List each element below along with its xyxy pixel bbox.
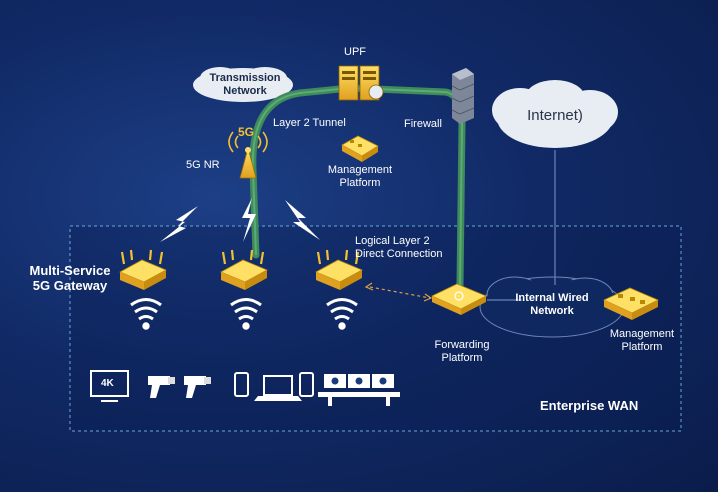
logical-connection-line [369, 286, 431, 299]
wifi-icon [230, 298, 262, 330]
management-platform-right-label: Management Platform [609, 328, 675, 353]
fiveg-badge: 5G [238, 125, 255, 139]
multi-service-gateway-label: Multi-Service 5G Gateway [29, 263, 111, 293]
scanner-icon [148, 376, 175, 398]
laptop-icon [254, 375, 302, 401]
fiveg-nr-label: 5G NR [186, 159, 220, 171]
phone-icon [234, 372, 249, 397]
firewall-label: Firewall [404, 118, 442, 130]
management-platform-top-icon [341, 135, 379, 162]
firewall-icon [451, 68, 475, 124]
transmission-network-label: Transmission Network [209, 72, 281, 97]
internet-label: Internet) [527, 107, 583, 124]
transmission-network-cloud [193, 67, 293, 102]
management-platform-top-label: Management Platform [327, 164, 393, 189]
wifi-icon [326, 298, 358, 330]
antenna-icon [228, 131, 268, 179]
router-icon [220, 249, 268, 290]
logical-layer2-label: Logical Layer 2 Direct Connection [355, 235, 443, 260]
router-icon [119, 249, 167, 290]
wireless-signal-icon [160, 198, 320, 242]
tv-icon [90, 370, 129, 402]
upf-server-icon [338, 65, 384, 101]
forwarding-platform-icon [431, 283, 487, 315]
conference-icon [318, 374, 400, 406]
internet-cloud [492, 80, 618, 148]
upf-label: UPF [344, 46, 366, 58]
router-icon [315, 249, 363, 290]
internal-wired-network-label: Internal Wired Network [515, 292, 589, 317]
scanner-icon [184, 376, 211, 398]
layer2-tunnel-label: Layer 2 Tunnel [273, 117, 346, 129]
forwarding-platform-label: Forwarding Platform [434, 339, 490, 364]
wifi-icon [130, 298, 162, 330]
phone-icon [299, 372, 314, 397]
management-platform-right-icon [603, 287, 659, 320]
enterprise-wan-label: Enterprise WAN [540, 398, 639, 413]
tv-4k-label: 4K [101, 378, 114, 389]
